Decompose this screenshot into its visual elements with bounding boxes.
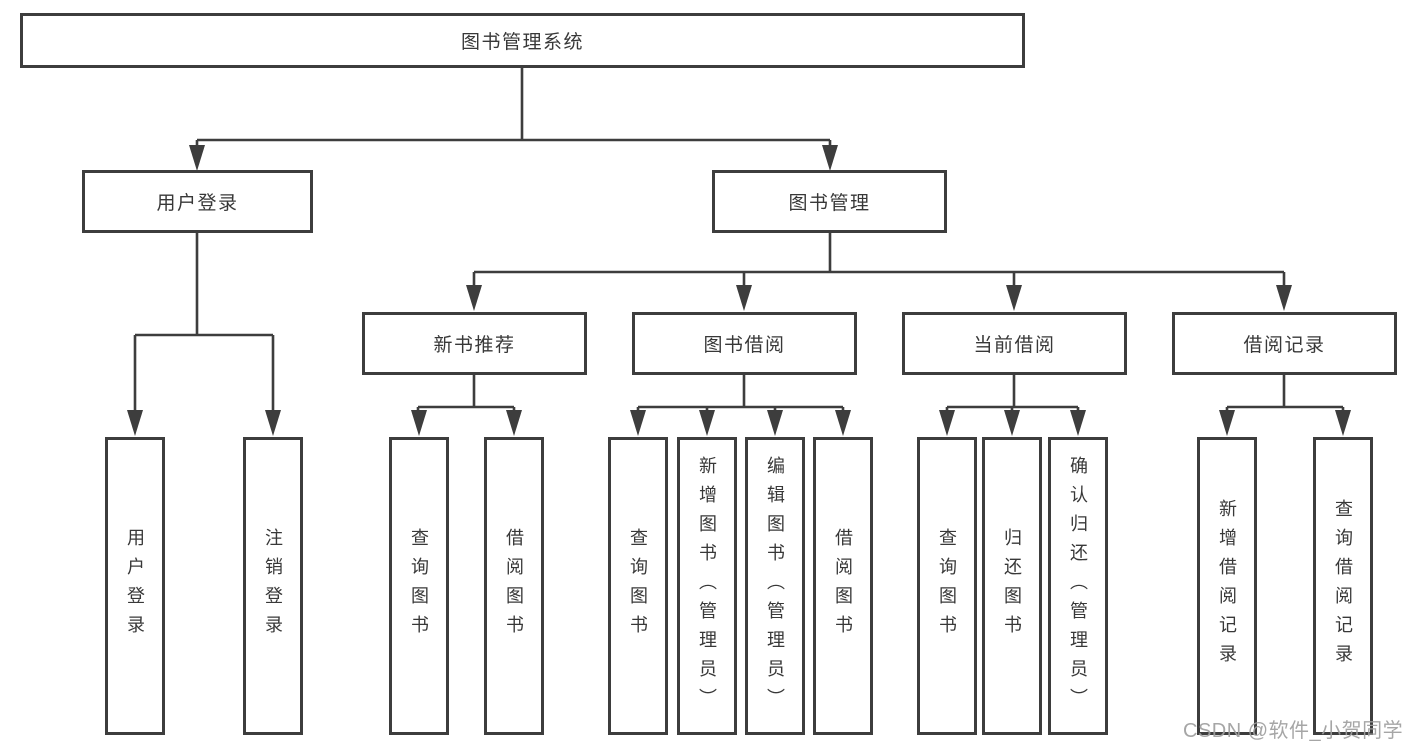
arrowheads — [127, 145, 1351, 436]
node-new-book-recommendation-label: 新书推荐 — [433, 335, 516, 356]
leaf-query-books-borrowing-label: 查询图书 — [628, 528, 648, 644]
node-current-borrowing-label: 当前借阅 — [973, 335, 1056, 356]
leaf-borrow-books-recommend-label: 借阅图书 — [504, 528, 524, 644]
leaf-confirm-return-admin-label: 确认归还（管理员） — [1068, 455, 1088, 717]
leaf-query-books-recommend: 查询图书 — [389, 437, 449, 735]
node-book-management: 图书管理 — [712, 170, 947, 233]
watermark-text: CSDN @软件_小贺同学 — [1183, 720, 1404, 742]
leaf-add-borrow-record-label: 新增借阅记录 — [1217, 499, 1237, 673]
leaf-borrow-books-borrowing: 借阅图书 — [813, 437, 873, 735]
node-new-book-recommendation: 新书推荐 — [362, 312, 587, 375]
node-library-system-label: 图书管理系统 — [460, 32, 584, 53]
leaf-logout: 注销登录 — [243, 437, 303, 735]
node-borrowing-records-label: 借阅记录 — [1243, 335, 1326, 356]
leaf-query-borrow-record-label: 查询借阅记录 — [1333, 499, 1353, 673]
leaf-user-login-label: 用户登录 — [125, 528, 145, 644]
leaf-add-borrow-record: 新增借阅记录 — [1197, 437, 1257, 735]
leaf-return-book-label: 归还图书 — [1002, 528, 1022, 644]
leaf-add-book-admin: 新增图书（管理员） — [677, 437, 737, 735]
node-book-borrowing-label: 图书借阅 — [703, 335, 786, 356]
leaf-query-books-recommend-label: 查询图书 — [409, 528, 429, 644]
node-library-system: 图书管理系统 — [20, 13, 1025, 68]
node-user-login: 用户登录 — [82, 170, 313, 233]
leaf-logout-label: 注销登录 — [263, 528, 283, 644]
leaf-query-books-borrowing: 查询图书 — [608, 437, 668, 735]
leaf-user-login: 用户登录 — [105, 437, 165, 735]
leaf-add-book-admin-label: 新增图书（管理员） — [697, 455, 717, 717]
node-user-login-label: 用户登录 — [156, 193, 239, 214]
leaf-borrow-books-borrowing-label: 借阅图书 — [833, 528, 853, 644]
leaf-edit-book-admin: 编辑图书（管理员） — [745, 437, 805, 735]
leaf-edit-book-admin-label: 编辑图书（管理员） — [765, 455, 785, 717]
leaf-borrow-books-recommend: 借阅图书 — [484, 437, 544, 735]
leaf-confirm-return-admin: 确认归还（管理员） — [1048, 437, 1108, 735]
leaf-query-books-current-label: 查询图书 — [937, 528, 957, 644]
leaf-query-books-current: 查询图书 — [917, 437, 977, 735]
leaf-query-borrow-record: 查询借阅记录 — [1313, 437, 1373, 735]
node-borrowing-records: 借阅记录 — [1172, 312, 1397, 375]
node-book-borrowing: 图书借阅 — [632, 312, 857, 375]
node-current-borrowing: 当前借阅 — [902, 312, 1127, 375]
node-book-management-label: 图书管理 — [788, 193, 871, 214]
leaf-return-book: 归还图书 — [982, 437, 1042, 735]
